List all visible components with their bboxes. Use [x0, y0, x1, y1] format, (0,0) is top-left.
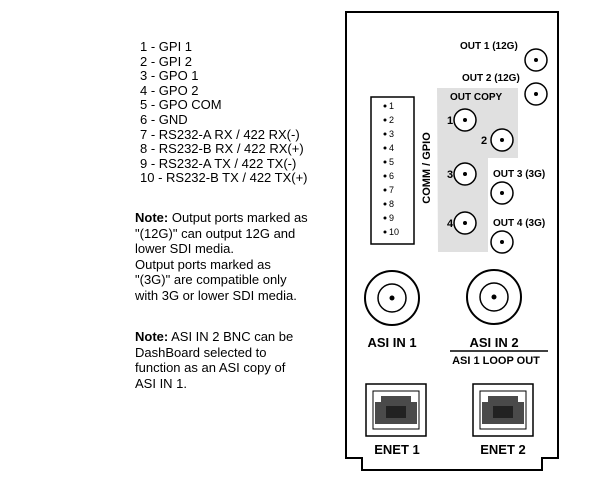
pin-7: 7 - RS232-A RX / 422 RX(-): [140, 126, 300, 142]
out4-label: OUT 4 (3G): [493, 218, 545, 229]
bnc-asi-in-2: [466, 269, 522, 325]
out3-label: OUT 3 (3G): [493, 169, 545, 180]
comm-pin-4: 4: [389, 143, 394, 153]
note-line: ASI IN 1.: [135, 375, 188, 391]
bnc-out-4: [490, 230, 514, 254]
out-copy-highlight: [437, 88, 518, 252]
note-line: lower SDI media.: [135, 241, 234, 256]
bnc-asi-in-1: [364, 270, 420, 326]
bnc-out-2: [524, 82, 548, 106]
comm-pin-2: 2: [389, 115, 394, 125]
note-line: Output ports marked as: [168, 210, 308, 225]
comm-gpio-connector: [370, 96, 415, 245]
pin-list: 1 - GPI 1 2 - GPI 2 3 - GPO 1 4 - GPO 2 …: [140, 39, 308, 186]
comm-pin-9: 9: [389, 213, 394, 223]
pin-4: 4 - GPO 2: [140, 82, 199, 98]
copy-4-label: 4: [447, 218, 454, 230]
comm-pin-3: 3: [389, 129, 394, 139]
out-copy-label: OUT COPY: [450, 92, 503, 103]
note-line: with 3G or lower SDI media.: [135, 287, 297, 303]
asi-in-2-label: ASI IN 2: [469, 335, 518, 350]
rj45-enet-1: [365, 383, 427, 437]
note-output-ports: Note: Output ports marked as "(12G)" can…: [135, 210, 335, 303]
pin-8: 8 - RS232-B RX / 422 RX(+): [140, 141, 304, 157]
bnc-copy-3: [453, 162, 477, 186]
note-line: "(12G)" can output 12G and: [135, 225, 296, 241]
bnc-out-3: [490, 181, 514, 205]
copy-3-label: 3: [447, 169, 453, 181]
comm-pin-10: 10: [389, 227, 399, 237]
pin-2: 2 - GPI 2: [140, 53, 193, 69]
note-line: function as an ASI copy of: [135, 360, 286, 375]
comm-pin-1: 1: [389, 101, 394, 111]
comm-pin-6: 6: [389, 171, 394, 181]
rj45-enet-2: [472, 383, 534, 437]
bnc-copy-2: [490, 128, 514, 152]
comm-pin-8: 8: [389, 199, 394, 209]
bnc-copy-1: [453, 108, 477, 132]
bnc-copy-4: [453, 211, 477, 235]
pin-5: 5 - GPO COM: [140, 97, 222, 113]
asi-loop-label: ASI 1 LOOP OUT: [452, 355, 540, 367]
panel-outline: [345, 11, 559, 471]
comm-pin-5: 5: [389, 157, 394, 167]
note-label: Note:: [135, 329, 169, 344]
pin-10: 10 - RS232-B TX / 422 TX(+): [140, 170, 308, 186]
pin-9: 9 - RS232-A TX / 422 TX(-): [140, 155, 297, 171]
pin-6: 6 - GND: [140, 111, 188, 127]
asi-in-1-label: ASI IN 1: [367, 335, 416, 350]
note-line: ASI IN 2 BNC can be: [168, 329, 294, 344]
out2-label: OUT 2 (12G): [462, 73, 520, 84]
enet-1-label: ENET 1: [374, 442, 420, 457]
pin-1: 1 - GPI 1: [140, 39, 193, 54]
note-label: Note:: [135, 210, 169, 225]
copy-1-label: 1: [447, 115, 453, 127]
out1-label: OUT 1 (12G): [460, 41, 518, 52]
note-line: DashBoard selected to: [135, 344, 267, 360]
note-line: "(3G)" are compatible only: [135, 272, 287, 287]
bnc-out-1: [524, 48, 548, 72]
note-line: Output ports marked as: [135, 256, 271, 272]
copy-2-label: 2: [481, 135, 487, 147]
note-asi-in-2: Note: ASI IN 2 BNC can be DashBoard sele…: [135, 329, 335, 391]
comm-pin-7: 7: [389, 185, 394, 195]
comm-gpio-label: COMM / GPIO: [421, 132, 433, 204]
enet-2-label: ENET 2: [480, 442, 526, 457]
pin-3: 3 - GPO 1: [140, 68, 199, 84]
